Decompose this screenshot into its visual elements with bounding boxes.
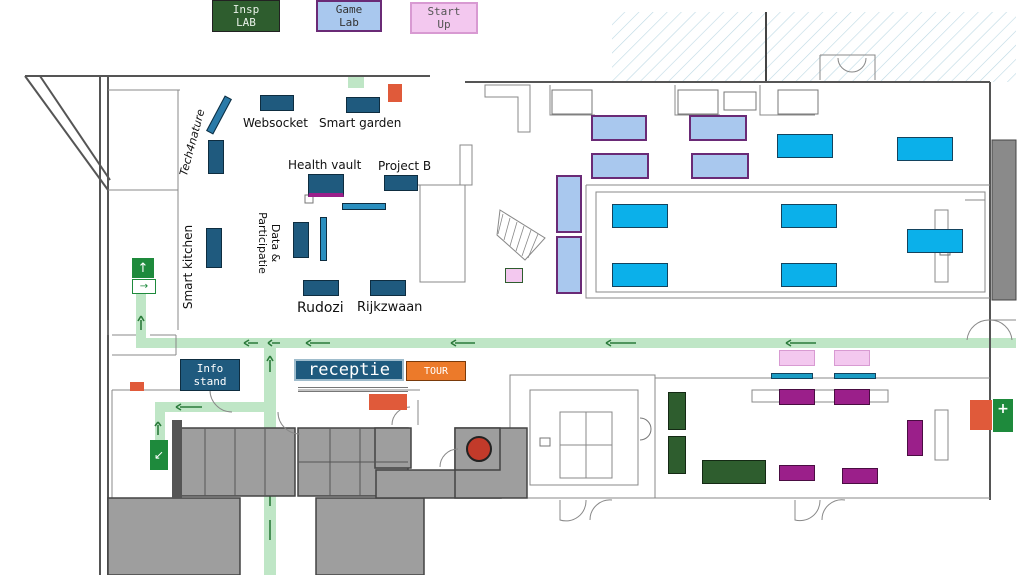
stand-smart-kitchen-block[interactable] (206, 228, 222, 268)
emergency-exit-icon: → (132, 279, 156, 294)
stand-label-project-b: Project B (378, 159, 432, 173)
magenta-stand[interactable] (779, 389, 815, 405)
game-lab-stand[interactable] (591, 115, 647, 141)
insp-lab-stand[interactable] (702, 460, 766, 484)
game-lab-stand[interactable] (556, 175, 582, 233)
stand-label-websocket: Websocket (243, 116, 308, 130)
legend-insp-lab: Insp LAB (212, 0, 280, 32)
start-up-bar (771, 373, 813, 379)
insp-lab-stand[interactable] (668, 392, 686, 430)
start-up-stand[interactable] (834, 350, 870, 366)
cyan-stand[interactable] (907, 229, 963, 253)
legend-start-up: Start Up (410, 2, 478, 34)
tour-button[interactable]: TOUR (406, 361, 466, 381)
cyan-stand[interactable] (781, 204, 837, 228)
cyan-stand[interactable] (897, 137, 953, 161)
walking-route (136, 76, 1016, 575)
stand-bar-horizontal (342, 203, 386, 210)
stand-rudozi-block[interactable] (303, 280, 339, 296)
start-up-stand[interactable] (505, 268, 523, 283)
first-aid-icon (993, 418, 1013, 432)
stand-label-data-participatie: Data & Participatie (255, 212, 282, 274)
game-lab-stand[interactable] (591, 153, 649, 179)
stand-data-participatie-bar (320, 217, 327, 261)
reception-desk-line (298, 387, 408, 392)
stand-websocket-block[interactable] (260, 95, 294, 111)
stand-data-participatie-block[interactable] (293, 222, 309, 258)
stand-project-b-block[interactable] (384, 175, 418, 191)
game-lab-stand[interactable] (689, 115, 747, 141)
insp-lab-stand[interactable] (668, 436, 686, 474)
stand-label-rudozi: Rudozi (297, 300, 344, 316)
route-arrow-icon (137, 315, 816, 540)
stand-tech4nature-block[interactable] (208, 140, 224, 174)
fire-equipment-icon (388, 84, 402, 102)
cyan-stand[interactable] (777, 134, 833, 158)
info-stand[interactable]: Info stand (180, 359, 240, 391)
stand-label-smart-garden: Smart garden (319, 116, 402, 130)
fire-equipment-icon (369, 394, 407, 410)
emergency-exit-icon: ↑ (132, 258, 154, 278)
stand-rijkzwaan-block[interactable] (370, 280, 406, 296)
cyan-stand[interactable] (781, 263, 837, 287)
magenta-stand[interactable] (834, 389, 870, 405)
start-up-stand[interactable] (779, 350, 815, 366)
magenta-stand[interactable] (779, 465, 815, 481)
stand-label-smart-kitchen: Smart kitchen (181, 224, 196, 310)
cyan-stand[interactable] (612, 204, 668, 228)
game-lab-stand[interactable] (691, 153, 749, 179)
fire-equipment-icon (130, 382, 144, 391)
start-up-bar (834, 373, 876, 379)
magenta-stand[interactable] (907, 420, 923, 456)
stand-health-vault-block[interactable] (308, 174, 344, 197)
emergency-exit-icon: ↙ (150, 440, 168, 470)
legend-game-lab: Game Lab (316, 0, 382, 32)
receptie[interactable]: receptie (294, 359, 404, 381)
stand-smart-garden-block[interactable] (346, 97, 380, 113)
fire-equipment-icon (970, 400, 992, 430)
magenta-stand[interactable] (842, 468, 878, 484)
fire-equipment-icon (466, 436, 492, 462)
stand-label-health-vault: Health vault (288, 158, 362, 172)
stand-label-rijkzwaan: Rijkzwaan (357, 300, 423, 315)
cyan-stand[interactable] (612, 263, 668, 287)
game-lab-stand[interactable] (556, 236, 582, 294)
first-aid-icon: + (993, 399, 1013, 419)
